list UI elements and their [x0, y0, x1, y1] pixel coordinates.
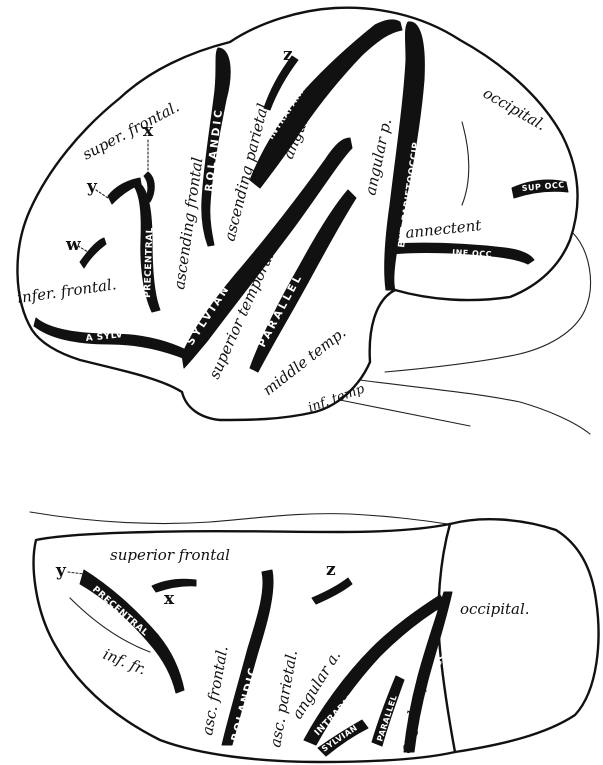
- marker-z: z: [283, 45, 293, 65]
- inf-occ-label: INF OCC: [452, 248, 492, 259]
- lateral-view: ROLANDIC INTRAPARIETAL EXT. PARIETOOCCIP…: [16, 8, 590, 434]
- annectent-label: annectent: [405, 216, 484, 242]
- dorsal-z-sulcus: [312, 578, 352, 604]
- dorsal-superior-frontal-label: superior frontal: [110, 546, 230, 564]
- dorsal-marker-z: z: [326, 560, 336, 580]
- ascending-frontal-label: ascending frontal: [170, 156, 206, 291]
- dorsal-parallel-label: PARALLEL: [375, 694, 399, 743]
- angular-p-label: angular p.: [361, 117, 395, 197]
- dorsal-occipital-label: occipital.: [460, 600, 530, 618]
- dorsal-marker-x: x: [164, 589, 175, 609]
- infer-frontal-label: infer. frontal.: [16, 275, 117, 307]
- super-frontal-label: super. frontal.: [79, 97, 182, 163]
- marker-y-leader: [96, 190, 108, 198]
- marker-w: w: [65, 235, 81, 255]
- dorsal-marker-y: y: [55, 561, 67, 581]
- midline-wave: [30, 512, 448, 524]
- dorsal-marker-y-leader: [68, 572, 84, 574]
- inf-temp-label: inf. temp: [306, 381, 367, 415]
- dorsal-view: PRECENTRAL ROLANDIC INTRAPARIETAL EX. PA…: [30, 512, 598, 762]
- w-sulcus: [80, 238, 106, 268]
- occipital-label: occipital.: [480, 84, 549, 134]
- marker-y: y: [86, 177, 98, 197]
- rolandic-label: ROLANDIC: [203, 107, 225, 193]
- dorsal-asc-frontal-label: asc. frontal.: [198, 644, 231, 736]
- dorsal-inf-fr-label: inf. fr.: [101, 645, 149, 678]
- brainstem-line-1: [360, 380, 590, 434]
- dorsal-precentral-label: PRECENTRAL: [90, 585, 150, 639]
- brainstem-line-2: [340, 400, 470, 426]
- dorsal-occipital-boundary: [438, 524, 455, 752]
- occipital-groove: [462, 122, 469, 205]
- marker-x: x: [143, 121, 154, 141]
